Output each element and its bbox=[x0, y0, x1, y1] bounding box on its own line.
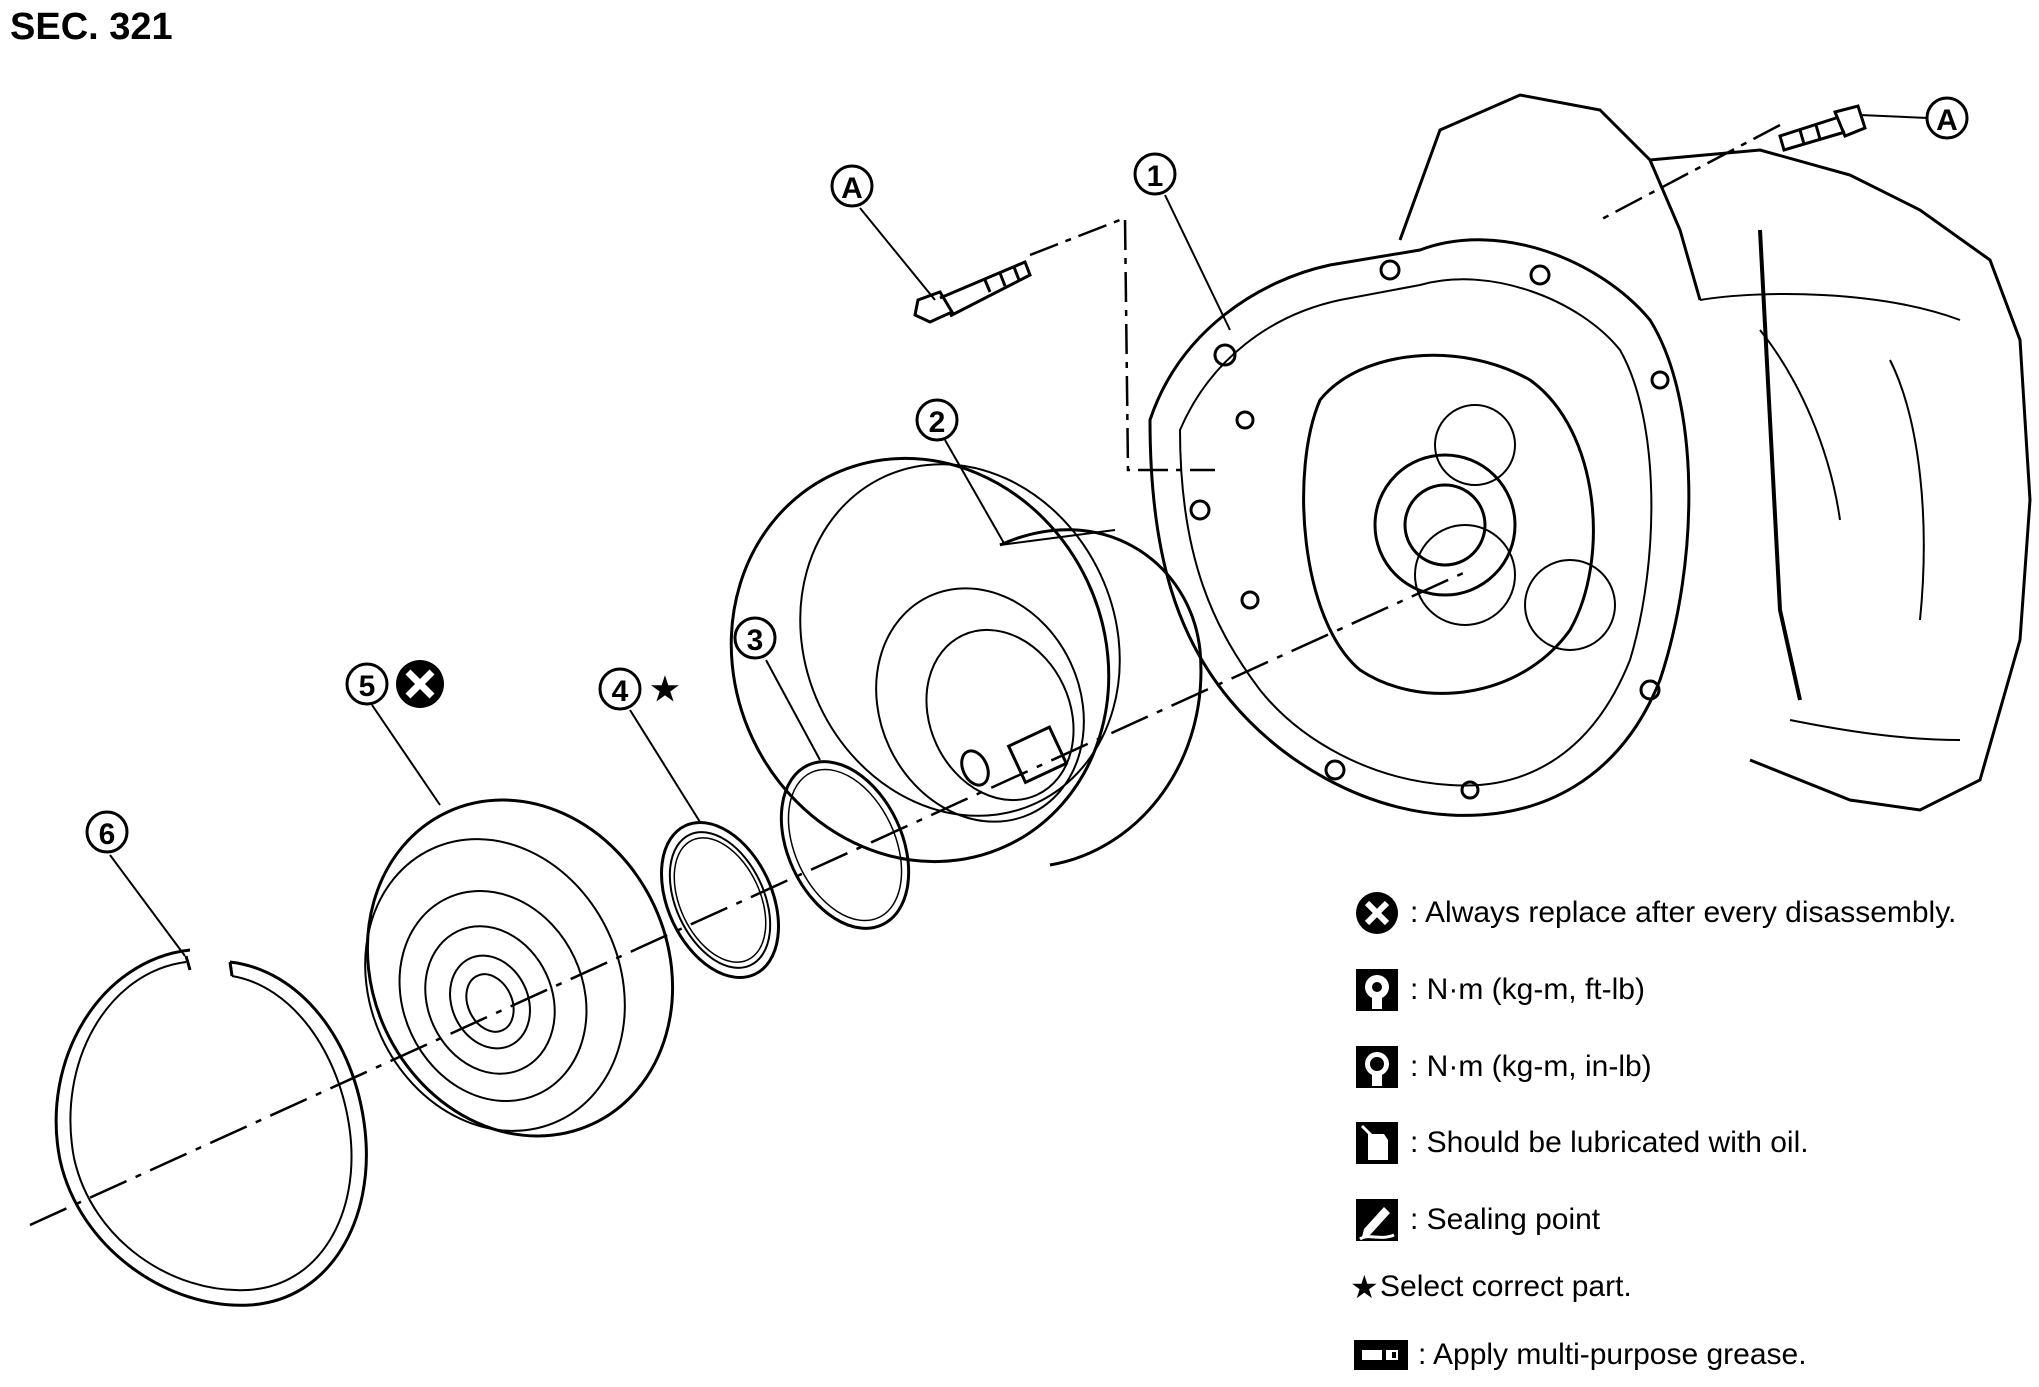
legend-item-oil: : Should be lubricated with oil. bbox=[1350, 1118, 1809, 1168]
leader-a-right bbox=[1859, 114, 1929, 119]
svg-text:A: A bbox=[841, 172, 863, 205]
callout-a-left: A bbox=[830, 164, 874, 208]
leader-6 bbox=[109, 854, 186, 957]
legend-text: : Should be lubricated with oil. bbox=[1410, 1126, 1809, 1159]
leader-5 bbox=[371, 704, 441, 806]
svg-text:6: 6 bbox=[99, 818, 116, 851]
leader-3 bbox=[765, 659, 821, 761]
star-icon: ★ bbox=[1350, 1269, 1379, 1305]
callout-a-right: A bbox=[1925, 96, 1969, 140]
leader-a-left bbox=[859, 207, 936, 301]
callout-3: 3 bbox=[733, 616, 777, 660]
section-label: SEC. 321 bbox=[10, 6, 173, 48]
leader-4 bbox=[629, 709, 701, 823]
legend-text: : Apply multi-purpose grease. bbox=[1418, 1338, 1807, 1371]
legend-item-replace: : Always replace after every disassembly… bbox=[1350, 888, 1956, 938]
part-2-drum bbox=[729, 456, 1203, 867]
legend-item-select: ★ Select correct part. bbox=[1350, 1262, 1632, 1312]
bolt-a-right bbox=[1778, 104, 1867, 152]
legend-item-torque-ftlb: : N·m (kg-m, ft-lb) bbox=[1350, 965, 1645, 1015]
part-6-snap-ring bbox=[54, 948, 368, 1307]
torque-wrench-filled-icon bbox=[1350, 1042, 1404, 1092]
callout-6: 6 bbox=[85, 810, 129, 854]
callout-1: 1 bbox=[1133, 152, 1177, 196]
callout-2: 2 bbox=[915, 398, 959, 442]
callout-5: 5 bbox=[345, 662, 389, 706]
assembly-centerline bbox=[29, 568, 1471, 1227]
legend-text: Select correct part. bbox=[1380, 1270, 1632, 1303]
oil-can-icon bbox=[1350, 1118, 1404, 1168]
bolt-a-left bbox=[913, 260, 1032, 324]
svg-text:3: 3 bbox=[747, 624, 764, 657]
part-4-oring bbox=[660, 821, 780, 979]
callout-4-star: ★ bbox=[651, 671, 680, 707]
leader-2 bbox=[944, 439, 1006, 546]
leader-1 bbox=[1164, 194, 1231, 331]
svg-text:1: 1 bbox=[1147, 160, 1164, 193]
bolt-guide-line-left bbox=[1029, 216, 1215, 472]
legend-text: : Always replace after every disassembly… bbox=[1410, 896, 1957, 929]
legend-text: : N·m (kg-m, in-lb) bbox=[1410, 1050, 1652, 1083]
legend-item-grease: : Apply multi-purpose grease. bbox=[1350, 1330, 1807, 1380]
svg-text:2: 2 bbox=[929, 406, 946, 439]
legend-text: : Sealing point bbox=[1410, 1203, 1601, 1236]
circle-x-icon bbox=[1350, 888, 1404, 938]
transaxle-housing bbox=[1148, 93, 2032, 817]
svg-text:4: 4 bbox=[612, 675, 629, 708]
legend-text: : N·m (kg-m, ft-lb) bbox=[1410, 973, 1645, 1006]
callout-5-replace-icon bbox=[396, 660, 444, 708]
part-3-ring bbox=[779, 760, 911, 930]
legend-item-sealing: : Sealing point bbox=[1350, 1195, 1600, 1245]
part-5-cover bbox=[364, 798, 675, 1138]
torque-wrench-icon bbox=[1350, 965, 1404, 1015]
sealant-icon bbox=[1350, 1195, 1404, 1245]
legend-item-torque-inlb: : N·m (kg-m, in-lb) bbox=[1350, 1042, 1652, 1092]
svg-text:A: A bbox=[1936, 104, 1958, 137]
callout-4: 4 bbox=[598, 667, 642, 711]
bolt-guide-line-right bbox=[1599, 123, 1781, 222]
grease-gun-icon bbox=[1350, 1330, 1412, 1380]
svg-text:5: 5 bbox=[359, 670, 376, 703]
